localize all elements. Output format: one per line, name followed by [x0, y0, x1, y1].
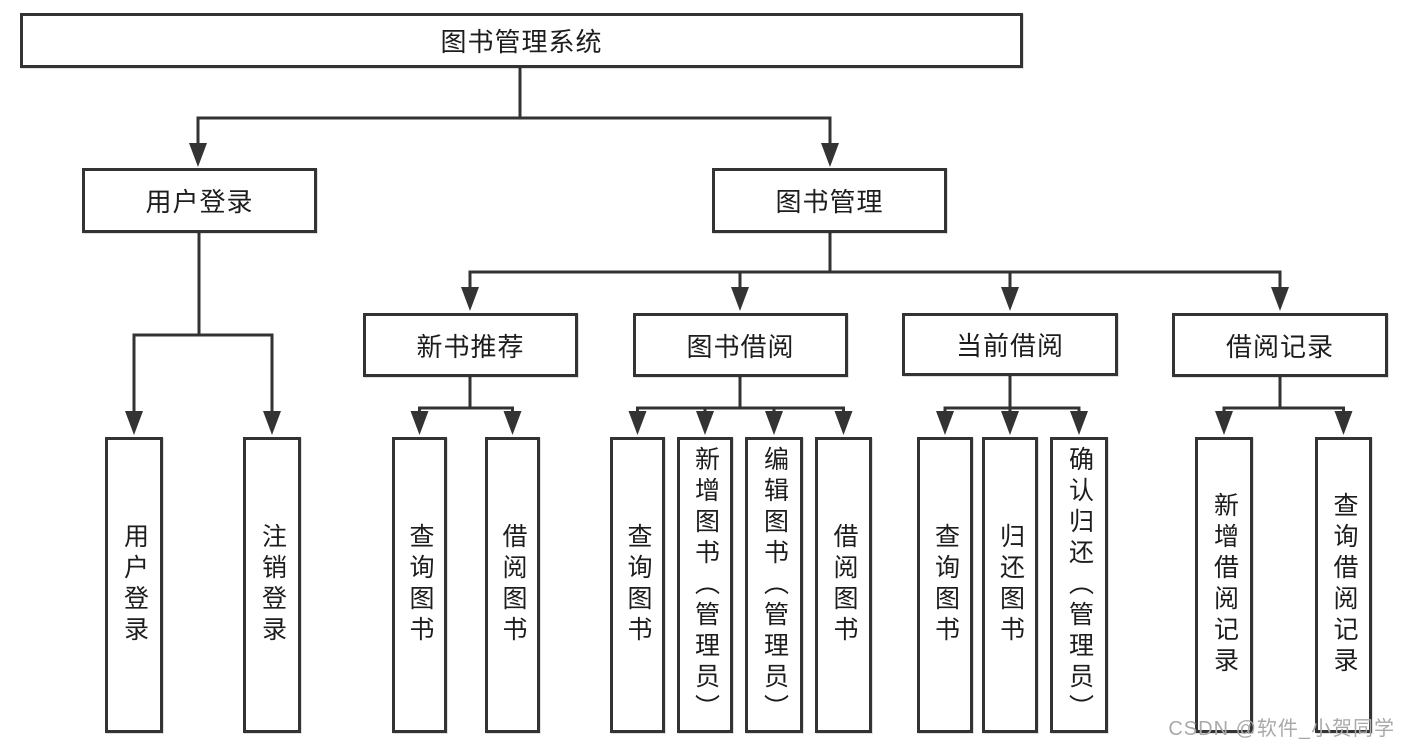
node-user-login: 用户登录: [82, 168, 317, 233]
leaf-logout: 注销登录: [243, 437, 301, 733]
leaf-return-books: 归还图书: [982, 437, 1038, 733]
leaf-borrow-books: 借阅图书: [815, 437, 872, 733]
node-borrow-records: 借阅记录: [1172, 313, 1388, 377]
node-root-library-system: 图书管理系统: [20, 13, 1023, 68]
connector-borrow-records-group: [1215, 377, 1353, 435]
connector-new-book-group: [410, 377, 522, 435]
leaf-borrow-books-recommend: 借阅图书: [485, 437, 540, 733]
leaf-query-books-recommend: 查询图书: [392, 437, 447, 733]
connector-book-borrow-group: [628, 377, 853, 435]
connector-user-login-branch: [125, 233, 281, 435]
connector-book-mgmt-to-level3: [461, 233, 1289, 311]
leaf-add-books-admin: 新增图书（管理员）: [677, 437, 733, 733]
node-new-book-recommend: 新书推荐: [363, 313, 578, 377]
leaf-user-login: 用户登录: [105, 437, 163, 733]
leaf-query-books-borrow: 查询图书: [610, 437, 665, 733]
leaf-confirm-return-admin: 确认归还（管理员）: [1050, 437, 1108, 733]
node-book-borrow: 图书借阅: [633, 313, 848, 377]
csdn-watermark: CSDN @软件_小贺同学: [1168, 718, 1395, 740]
connector-current-borrow-group: [936, 375, 1088, 435]
leaf-edit-books-admin: 编辑图书（管理员）: [745, 437, 803, 733]
leaf-query-books-current: 查询图书: [917, 437, 973, 733]
connector-root-to-level2: [189, 68, 839, 167]
node-book-management: 图书管理: [712, 168, 947, 233]
node-current-borrow: 当前借阅: [902, 313, 1118, 376]
leaf-add-borrow-record: 新增借阅记录: [1195, 437, 1253, 733]
leaf-query-borrow-record: 查询借阅记录: [1315, 437, 1372, 733]
